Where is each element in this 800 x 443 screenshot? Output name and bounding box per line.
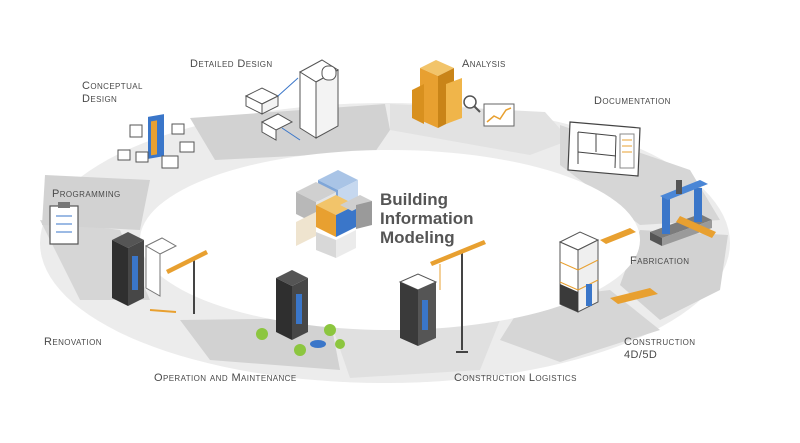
orange-tower-with-magnifier-icon (412, 60, 515, 128)
center-title-line1: Building (380, 190, 448, 209)
building-with-crane-icon (112, 232, 208, 314)
stage-label-renovation: Renovation (44, 336, 102, 348)
center-title-line3: Modeling (380, 228, 455, 247)
stage-label-conceptual-design: Conceptual Design (82, 80, 143, 106)
bim-cube-cluster-icon (296, 170, 372, 258)
ring-segment-fabrication (620, 230, 728, 320)
stage-label-fabrication: Fabrication (630, 255, 690, 267)
ring-segment-detailed-design (190, 104, 390, 160)
stage-label-construction-line2: 4D/5D (624, 349, 658, 361)
center-title: Building Information Modeling (380, 190, 474, 247)
stage-label-conceptual-design-line2: Design (82, 93, 118, 105)
tower-crane-icon (398, 240, 486, 353)
massing-blocks-icon (117, 114, 195, 169)
clipboard-checklist-icon (49, 202, 79, 245)
ring-segment-logistics (330, 320, 500, 378)
stage-label-construction: Construction 4D/5D (624, 336, 695, 362)
stage-label-programming: Programming (52, 188, 121, 200)
stage-label-construction-line1: Construction (624, 336, 696, 348)
center-title-line2: Information (380, 209, 474, 228)
stage-label-construction-logistics: Construction Logistics (454, 372, 577, 384)
stage-label-documentation: Documentation (594, 95, 671, 107)
stage-label-analysis: Analysis (462, 58, 506, 70)
stage-label-conceptual-design-line1: Conceptual (82, 80, 143, 92)
fabrication-machine-icon (600, 180, 716, 246)
floor-plan-sheet-icon (567, 121, 641, 177)
stage-label-detailed-design: Detailed Design (190, 58, 273, 70)
tower-under-construction-icon (558, 231, 658, 313)
stage-label-operation-maintenance: Operation and Maintenance (154, 372, 297, 384)
wireframe-tower-icon (244, 59, 339, 141)
building-with-trees-icon (256, 270, 345, 356)
